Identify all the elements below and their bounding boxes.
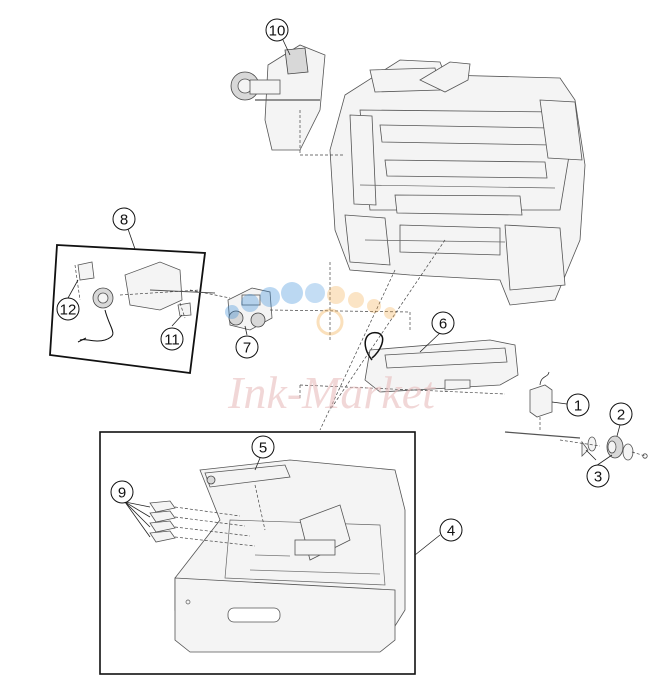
callout-1: 1 — [566, 393, 590, 417]
callout-9-label: 9 — [118, 485, 126, 502]
callout-3-label: 3 — [594, 469, 602, 486]
watermark: Ink-Market — [225, 282, 436, 418]
callout-3: 3 — [586, 464, 610, 488]
parts-2-3 — [581, 435, 648, 461]
callout-2: 2 — [609, 402, 633, 426]
callout-6: 6 — [431, 311, 455, 335]
part-5 — [204, 464, 291, 488]
callout-2-label: 2 — [617, 407, 625, 424]
callout-7: 7 — [235, 335, 259, 359]
callout-12: 12 — [56, 297, 80, 321]
callout-11-label: 11 — [164, 332, 180, 349]
callout-5: 5 — [251, 435, 275, 459]
callout-9: 9 — [110, 480, 134, 504]
leader-lines — [67, 39, 621, 556]
callout-1-label: 1 — [574, 398, 582, 415]
part-9-set — [149, 500, 176, 543]
callout-12-label: 12 — [60, 302, 77, 319]
callouts: 10 8 12 11 7 6 1 2 — [56, 18, 633, 542]
callout-6-label: 6 — [439, 316, 447, 333]
callout-4-label: 4 — [447, 523, 455, 540]
part-1 — [504, 371, 581, 439]
part-6 — [364, 331, 519, 393]
callout-10: 10 — [265, 18, 289, 42]
part-10-assembly — [230, 44, 326, 151]
callout-7-label: 7 — [243, 340, 251, 357]
callout-5-label: 5 — [259, 440, 267, 457]
watermark-text: Ink-Market — [227, 367, 436, 418]
part-7 — [227, 287, 273, 331]
printer-frame — [329, 59, 586, 306]
callout-11: 11 — [160, 327, 184, 351]
callout-8-label: 8 — [120, 212, 128, 229]
assembly-lines — [74, 110, 646, 547]
callout-10-label: 10 — [269, 23, 286, 40]
callout-8: 8 — [112, 207, 136, 231]
callout-4: 4 — [439, 518, 463, 542]
